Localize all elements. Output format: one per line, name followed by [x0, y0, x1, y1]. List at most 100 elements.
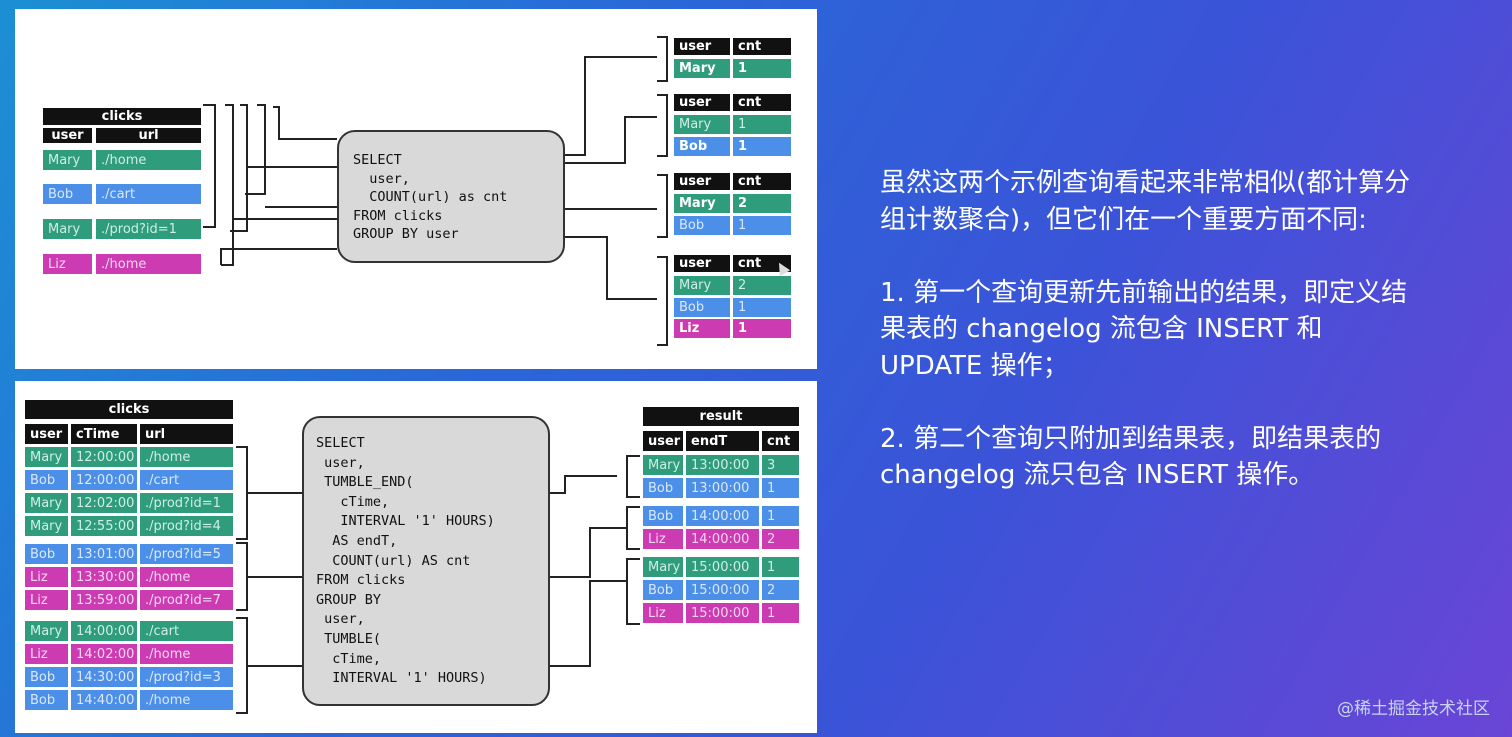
sql-line: user,	[353, 170, 410, 187]
result-user-cell: Bob	[643, 506, 683, 526]
result-endt-cell: 13:00:00	[686, 478, 759, 498]
column-header: endT	[686, 431, 759, 451]
result-user-cell: Liz	[674, 319, 730, 338]
result-user-cell: Liz	[643, 603, 683, 623]
column-header: user	[25, 424, 68, 444]
explanation-paragraph-1: 虽然这两个示例查询看起来非常相似(都计算分 组计数聚合)，但它们在一个重要方面不…	[880, 168, 1411, 235]
bottom-sql-query-box: SELECT user, TUMBLE_END( cTime, INTERVAL…	[302, 416, 550, 706]
sql-line: user,	[316, 454, 365, 471]
row-user-cell: Bob	[25, 667, 68, 687]
sql-line: COUNT(url) AS cnt	[316, 552, 471, 569]
row-user-cell: Liz	[25, 644, 68, 664]
result-endt-cell: 15:00:00	[686, 603, 759, 623]
sql-line: TUMBLE(	[316, 631, 382, 647]
column-header: user	[43, 128, 92, 143]
row-user-cell: Mary	[25, 447, 68, 467]
sql-line: GROUP BY	[316, 591, 382, 608]
sql-line: INTERVAL '1' HOURS)	[316, 513, 495, 530]
row-user-cell: Bob	[25, 470, 68, 490]
result-user-cell: Bob	[643, 580, 683, 600]
row-user-cell: Liz	[25, 567, 68, 587]
row-url-cell: ./prod?id=3	[140, 667, 233, 687]
result-cnt-cell: 1	[733, 319, 791, 338]
row-url-cell: ./prod?id=7	[140, 590, 233, 610]
table-title: result	[643, 407, 799, 426]
result-user-cell: Mary	[674, 115, 730, 134]
column-header: cnt	[733, 255, 791, 272]
row-user-cell: Mary	[25, 516, 68, 536]
row-url-cell: ./home	[140, 447, 233, 467]
sql-line: INTERVAL '1' HOURS)	[316, 670, 487, 687]
sql-line: cTime,	[316, 493, 390, 510]
row-url-cell: ./prod?id=4	[140, 516, 233, 536]
result-user-cell: Mary	[674, 276, 730, 295]
result-endt-cell: 15:00:00	[686, 580, 759, 600]
sql-line: GROUP BY user	[353, 226, 459, 242]
result-cnt-cell: 1	[733, 215, 791, 235]
result-cnt-cell: 1	[733, 297, 791, 317]
column-header: user	[643, 431, 683, 451]
column-header: cnt	[762, 431, 799, 451]
result-cnt-cell: 2	[762, 580, 799, 600]
row-user-cell: Bob	[25, 544, 68, 564]
column-header: url	[140, 424, 233, 444]
result-cnt-cell: 3	[762, 455, 799, 475]
sql-line: cTime,	[316, 650, 382, 667]
result-user-cell: Liz	[643, 529, 683, 549]
explanation-text: 虽然这两个示例查询看起来非常相似(都计算分 组计数聚合)，但它们在一个重要方面不…	[880, 165, 1505, 494]
row-ctime-cell: 12:00:00	[71, 470, 137, 490]
sql-line: user,	[316, 611, 365, 628]
sql-line: COUNT(url) as cnt	[353, 189, 508, 205]
row-url-cell: ./home	[140, 690, 233, 710]
result-endt-cell: 13:00:00	[686, 455, 759, 475]
row-user-cell: Mary	[43, 219, 92, 239]
row-user-cell: Liz	[43, 254, 92, 274]
table-title: clicks	[43, 108, 201, 125]
row-user-cell: Mary	[25, 493, 68, 513]
sql-line: AS endT,	[316, 533, 398, 549]
column-header: user	[674, 255, 730, 272]
result-cnt-cell: 1	[733, 136, 791, 156]
result-endt-cell: 14:00:00	[686, 506, 759, 526]
result-user-cell: Mary	[674, 59, 730, 78]
result-cnt-cell: 2	[762, 529, 799, 549]
result-cnt-cell: 2	[733, 276, 791, 295]
result-user-cell: Bob	[674, 297, 730, 317]
sql-line: FROM clicks	[316, 572, 406, 589]
row-url-cell: ./home	[96, 150, 201, 170]
sql-line: TUMBLE_END(	[316, 474, 414, 491]
row-url-cell: ./cart	[140, 470, 233, 490]
result-user-cell: Mary	[643, 455, 683, 475]
row-ctime-cell: 14:02:00	[71, 644, 137, 664]
column-header: cnt	[733, 38, 791, 55]
column-header: cnt	[733, 173, 791, 190]
column-header: user	[674, 94, 730, 111]
row-url-cell: ./prod?id=1	[96, 219, 201, 239]
row-ctime-cell: 12:02:00	[71, 493, 137, 513]
table-title: clicks	[25, 400, 233, 419]
result-endt-cell: 15:00:00	[686, 557, 759, 577]
row-user-cell: Mary	[25, 621, 68, 641]
top-connector-lines	[203, 36, 668, 346]
row-ctime-cell: 13:01:00	[71, 544, 137, 564]
result-cnt-cell: 1	[762, 506, 799, 526]
row-url-cell: ./home	[140, 644, 233, 664]
result-user-cell: Mary	[674, 194, 730, 213]
row-ctime-cell: 12:55:00	[71, 516, 137, 536]
explanation-paragraph-3: 2. 第二个查询只附加到结果表，即结果表的 changelog 流只包含 INS…	[880, 423, 1382, 491]
row-user-cell: Bob	[25, 690, 68, 710]
result-user-cell: Bob	[643, 478, 683, 498]
result-cnt-cell: 1	[762, 478, 799, 498]
row-url-cell: ./home	[96, 254, 201, 274]
row-url-cell: ./home	[140, 567, 233, 587]
row-ctime-cell: 14:40:00	[71, 690, 137, 710]
watermark: @稀土掘金技术社区	[1337, 699, 1490, 719]
result-user-cell: Mary	[643, 557, 683, 577]
row-url-cell: ./prod?id=5	[140, 544, 233, 564]
result-endt-cell: 14:00:00	[686, 529, 759, 549]
row-user-cell: Bob	[43, 184, 92, 204]
row-user-cell: Liz	[25, 590, 68, 610]
